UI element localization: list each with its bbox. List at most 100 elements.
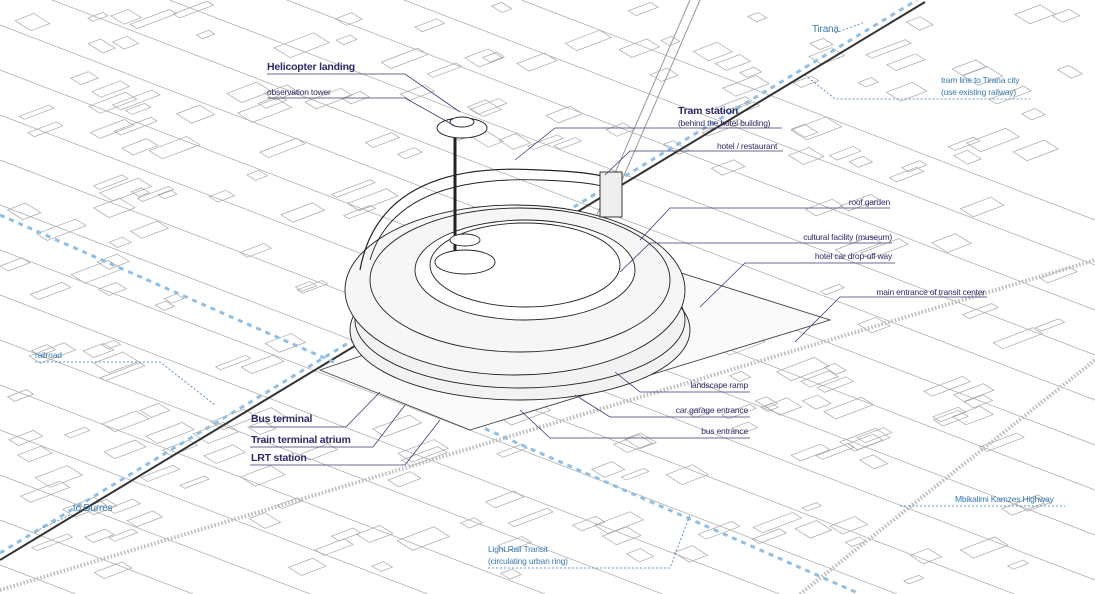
building-footprint [214, 354, 252, 371]
building-footprint [808, 38, 834, 50]
building-footprint [823, 396, 875, 420]
building-footprint [396, 526, 451, 551]
building-footprint [601, 526, 642, 546]
building-footprint [900, 160, 928, 173]
building-footprint [593, 511, 645, 534]
building-footprint [98, 177, 153, 202]
building-footprint [800, 370, 840, 388]
building-footprint [264, 333, 307, 353]
building-footprint [665, 464, 710, 486]
building-footprint [721, 403, 757, 420]
building-footprint [952, 149, 982, 165]
building-footprint [371, 414, 423, 438]
building-footprint [714, 54, 752, 71]
building-footprint [888, 166, 925, 183]
building-footprint [484, 490, 525, 509]
bus-entrance-label: bus entrance [701, 426, 748, 436]
building-footprint [951, 59, 988, 77]
building-footprint [110, 8, 143, 25]
building-footprint [499, 568, 522, 580]
building-footprint [909, 548, 943, 565]
building-footprint [847, 433, 884, 451]
street-line [0, 384, 546, 594]
building-footprint [624, 432, 657, 449]
building-footprint [947, 136, 981, 151]
building-footprint [673, 545, 709, 563]
building-footprint [31, 533, 74, 552]
building-footprint [364, 132, 401, 148]
building-footprint [839, 428, 891, 452]
building-footprint [14, 13, 51, 32]
building-footprint [83, 528, 115, 543]
tirana-label: Tirana [812, 24, 839, 35]
building-footprint [208, 189, 236, 203]
building-footprint [399, 84, 436, 101]
building-footprint [248, 512, 282, 529]
bus-terminal-label: Bus terminal [251, 413, 313, 425]
building-footprint [69, 71, 100, 86]
hotel-restaurant-label: hotel / restaurant [717, 141, 778, 151]
building-footprint [627, 2, 659, 17]
main-entrance-label: main entrance of transit center [876, 287, 985, 297]
street-line [0, 519, 194, 594]
building-footprint [0, 257, 31, 272]
building-footprint [792, 75, 820, 88]
building-footprint [93, 197, 136, 218]
building-footprint [330, 179, 376, 198]
building-footprint [790, 443, 831, 462]
building-footprint [92, 351, 140, 374]
building-footprint [905, 16, 934, 31]
tram-station-note: (behind the hotel building) [678, 118, 771, 128]
building-footprint [28, 342, 77, 364]
building-footprint [794, 520, 833, 539]
building-footprint [649, 67, 679, 82]
building-footprint [129, 9, 178, 29]
building-footprint [280, 202, 326, 223]
building-footprint [823, 363, 847, 375]
tram-line-label: tram line to Tirana city [941, 75, 1020, 85]
building-footprint [240, 354, 285, 374]
building-footprint [497, 133, 532, 150]
street-line [286, 0, 1095, 311]
tram-station-label: Tram station [678, 105, 739, 117]
building-footprint [111, 89, 161, 111]
building-footprint [507, 507, 554, 528]
observation-tower-label: observation tower [267, 87, 331, 97]
building-footprint [801, 394, 832, 410]
building-footprint [959, 196, 1005, 218]
lrt-note: (circulating urban ring) [488, 556, 568, 566]
roof-garden-label: roof garden [848, 197, 890, 207]
building-footprint [121, 138, 159, 156]
building-footprint [1056, 65, 1084, 79]
building-footprint [932, 409, 969, 427]
landscape-ramp-label: landscape ramp [690, 380, 748, 390]
street-line [403, 0, 1095, 266]
building-footprint [747, 12, 768, 23]
building-footprint [979, 432, 1025, 452]
building-footprint [553, 137, 583, 150]
building-footprint [92, 174, 129, 190]
building-footprint [751, 528, 788, 544]
building-footprint [714, 96, 753, 113]
street-line [0, 249, 897, 594]
building-footprint [172, 0, 215, 19]
building-footprint [1034, 318, 1066, 332]
building-footprint [304, 87, 353, 110]
building-footprint [355, 524, 394, 543]
building-footprint [87, 12, 109, 22]
building-footprint [526, 134, 564, 151]
building-footprint [226, 81, 273, 103]
building-footprint [625, 548, 655, 563]
to-durres-label: to Durres [73, 503, 113, 514]
building-footprint [1006, 559, 1030, 570]
building-footprint [885, 53, 926, 72]
building-footprint [97, 282, 128, 296]
building-footprint [815, 443, 855, 460]
building-footprint [400, 446, 448, 467]
building-footprint [108, 236, 132, 248]
building-footprint [273, 32, 331, 59]
building-footprint [148, 136, 201, 160]
building-footprint [961, 65, 1004, 86]
building-footprint [93, 561, 133, 579]
